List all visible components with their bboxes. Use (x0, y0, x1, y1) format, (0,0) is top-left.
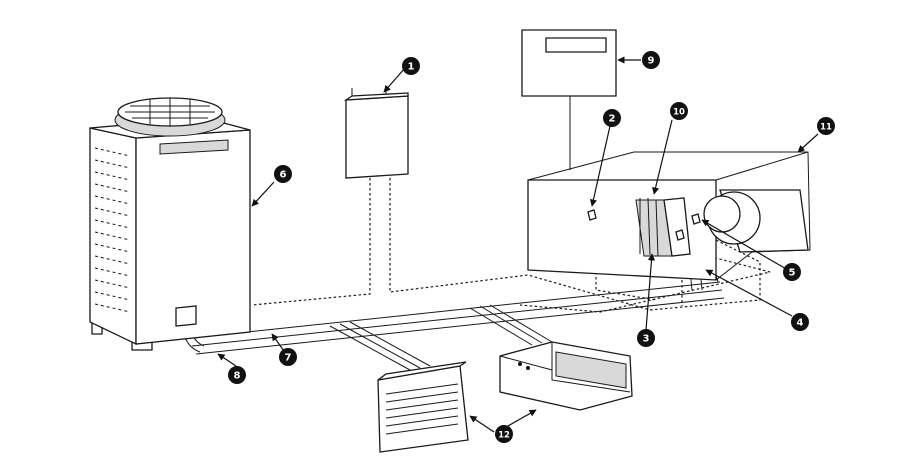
leader-lines (217, 56, 819, 433)
callout-4: 4 (791, 313, 809, 331)
callout-8: 8 (228, 366, 246, 384)
callout-2: 2 (603, 109, 621, 127)
callout-11: 11 (817, 117, 835, 135)
svg-text:3: 3 (643, 334, 650, 345)
svg-text:2: 2 (609, 114, 616, 125)
callout-6: 6 (274, 165, 292, 183)
svg-text:5: 5 (789, 268, 796, 279)
indoor-floor-unit (377, 361, 469, 453)
callout-5: 5 (783, 263, 801, 281)
indoor-ducted-unit (499, 341, 633, 411)
svg-text:4: 4 (797, 318, 804, 329)
callout-3: 3 (637, 329, 655, 347)
callout-12: 12 (495, 425, 513, 443)
refrigerant-piping (181, 267, 725, 371)
outdoor-unit (89, 97, 251, 351)
branch-box (343, 88, 409, 179)
svg-text:12: 12 (498, 430, 510, 440)
callout-1: 1 (402, 57, 420, 75)
svg-text:10: 10 (673, 107, 685, 117)
control-wiring (251, 178, 771, 313)
svg-text:11: 11 (820, 122, 832, 132)
svg-text:1: 1 (408, 62, 415, 73)
controller-panel (521, 29, 617, 170)
callout-10: 10 (670, 102, 688, 120)
svg-text:8: 8 (234, 371, 241, 382)
svg-text:9: 9 (648, 56, 655, 67)
callout-7: 7 (279, 348, 297, 366)
air-handling-unit (527, 151, 811, 281)
svg-text:6: 6 (280, 170, 287, 181)
callout-9: 9 (642, 51, 660, 69)
svg-text:7: 7 (285, 353, 292, 364)
